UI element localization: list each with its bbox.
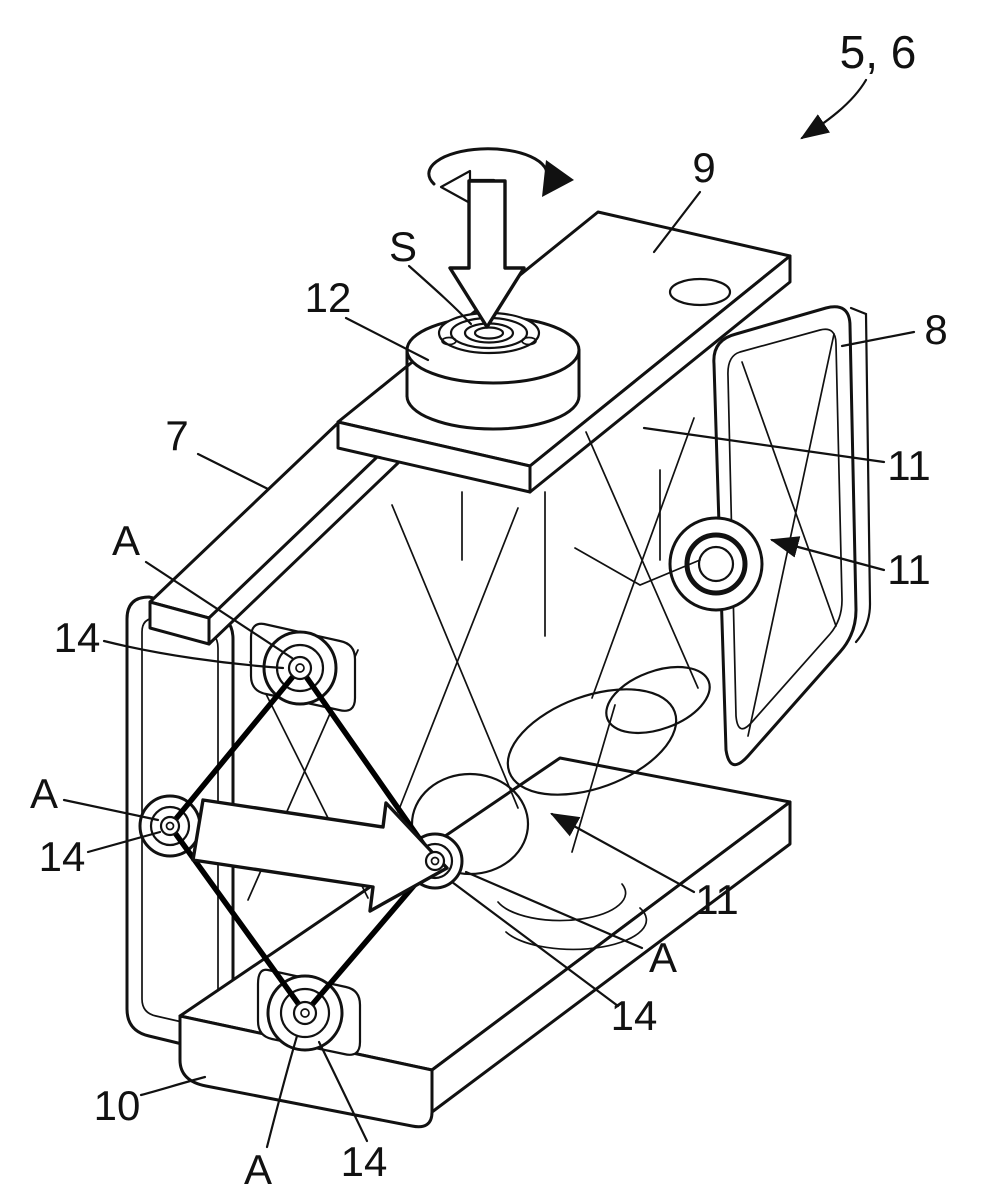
leader-14-left	[86, 830, 162, 854]
bearing-cylinder-12	[405, 311, 581, 431]
bearing-bolt-left	[441, 336, 457, 346]
label-A-left: A	[29, 770, 59, 817]
leader-14-upper	[102, 639, 285, 670]
label-11-upper: 11	[887, 442, 931, 489]
pivot-upper-dot	[295, 663, 305, 673]
bearing-bolt-right	[521, 336, 537, 346]
rotation-input	[427, 147, 574, 329]
shaft-bore	[473, 326, 505, 340]
leader-14-bottom	[317, 1040, 369, 1143]
pivot-left-dot	[165, 821, 175, 831]
leader-11-right	[769, 536, 886, 572]
top-plate-bump	[668, 277, 732, 307]
label-14-center: 14	[610, 992, 658, 1039]
top-plate-right-face	[528, 254, 792, 494]
label-A-bottom: A	[243, 1146, 273, 1193]
right-plate-rib-1	[741, 361, 837, 627]
label-A-center: A	[648, 934, 678, 981]
leader-A-upper	[144, 560, 294, 660]
rotation-arrowhead-icon	[542, 160, 574, 197]
lower-arc-2	[505, 907, 648, 951]
label-A-upper: A	[111, 517, 141, 564]
down-arrow-icon	[448, 179, 526, 329]
leader-figure-ref	[800, 78, 868, 140]
shaft-ellipse-small	[605, 665, 711, 735]
label-figure-ref: 5, 6	[839, 26, 917, 78]
leader-A-left	[62, 798, 160, 822]
label-12: 12	[304, 274, 352, 321]
rib-line	[397, 507, 519, 813]
leader-14-center	[450, 880, 620, 1008]
leader-S	[407, 264, 473, 326]
label-7: 7	[165, 412, 189, 459]
shaft-ellipse-large	[506, 688, 678, 796]
leader-11-lower	[550, 812, 696, 894]
label-14-left: 14	[38, 833, 86, 880]
label-S: S	[388, 223, 418, 270]
leader-lines	[62, 78, 916, 1149]
lower-arc-1	[497, 883, 627, 922]
pivot-left-mid	[149, 805, 191, 847]
leader-12	[344, 316, 430, 362]
right-boss-ring	[684, 532, 748, 596]
leader-11-upper	[642, 426, 886, 464]
right-boss-outer	[668, 516, 764, 612]
pivot-bottom-dot	[300, 1008, 310, 1018]
leader-A-center	[464, 870, 644, 950]
pivot-center-dot	[430, 856, 440, 866]
label-11-lower: 11	[695, 876, 739, 923]
base-right-face	[430, 800, 792, 1114]
leader-7	[196, 452, 270, 491]
leader-A-bottom	[265, 1034, 299, 1149]
cylinder-bottom-arc	[405, 394, 581, 431]
pivot-bottom-inner	[292, 1000, 318, 1026]
right-plate-thickness-edge	[849, 306, 872, 644]
right-end-plate-8	[668, 305, 872, 767]
pivot-inner-rings	[159, 655, 446, 1026]
label-10: 10	[93, 1082, 141, 1129]
rib-line	[391, 504, 519, 809]
leader-9	[652, 190, 702, 254]
right-plate-rib-2	[747, 333, 835, 737]
label-14-upper: 14	[53, 614, 101, 661]
internal-structure	[247, 417, 711, 951]
right-boss-hole	[697, 545, 735, 583]
drive-arrow-icon	[191, 798, 449, 913]
leader-10	[139, 1075, 207, 1097]
label-14-bottom: 14	[340, 1138, 388, 1185]
pivot-left-inner	[159, 815, 181, 837]
label-9: 9	[692, 144, 716, 191]
rotation-arrow-arc	[427, 147, 549, 186]
rib-line	[574, 547, 701, 586]
pivot-bottom-mid	[279, 987, 331, 1039]
label-8: 8	[924, 306, 948, 353]
pivot-center-inner	[424, 850, 446, 872]
rib-line	[591, 417, 695, 699]
label-11-right: 11	[887, 546, 931, 593]
pivot-upper-inner	[287, 655, 313, 681]
right-plate-outline	[712, 305, 858, 767]
rail-end-face	[148, 600, 211, 646]
leader-8	[840, 330, 916, 348]
base-front-face	[178, 1014, 434, 1129]
